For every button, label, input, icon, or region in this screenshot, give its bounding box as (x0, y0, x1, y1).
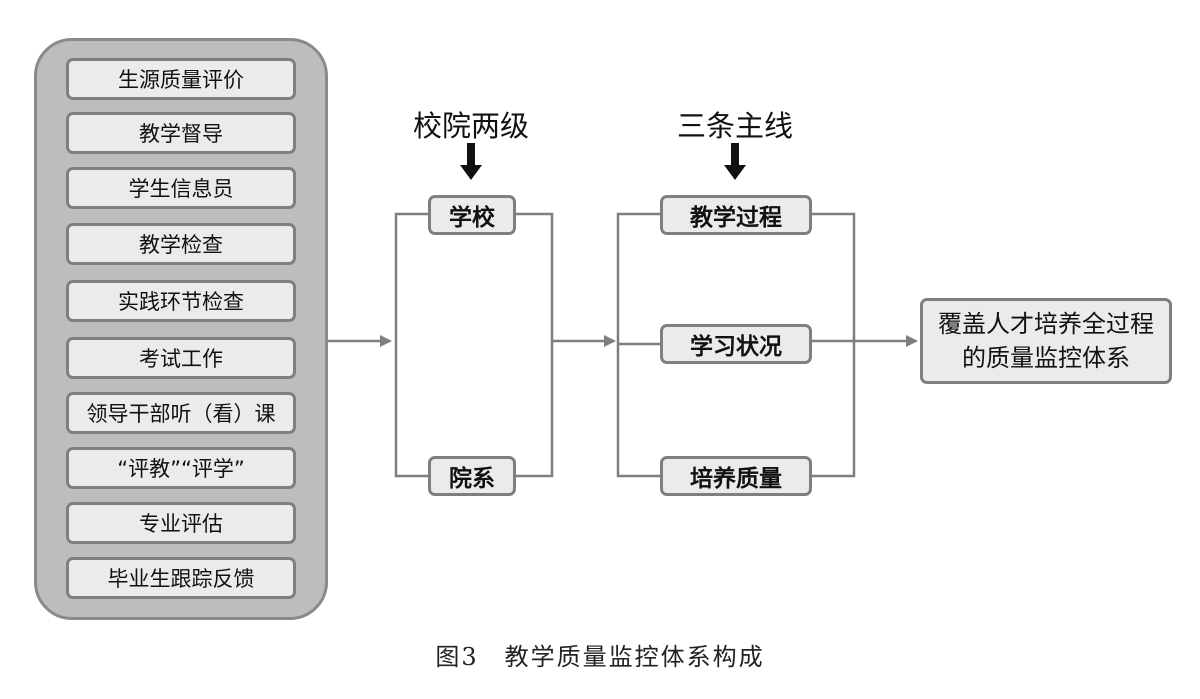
source-box: 专业评估 (66, 502, 296, 544)
levels-bracket-right (516, 212, 554, 478)
source-box: 教学检查 (66, 223, 296, 265)
source-box: 考试工作 (66, 337, 296, 379)
figure-caption: 图3 教学质量监控体系构成 (435, 643, 765, 671)
source-box: 学生信息员 (66, 167, 296, 209)
mainline-box-teaching: 教学过程 (660, 195, 812, 235)
mainlines-heading: 三条主线 (676, 109, 794, 143)
mainline-box-learning: 学习状况 (660, 324, 812, 364)
source-box: 实践环节检查 (66, 280, 296, 322)
source-box: 教学督导 (66, 112, 296, 154)
mainline-box-quality: 培养质量 (660, 456, 812, 496)
result-box: 覆盖人才培养全过程的质量监控体系 (920, 298, 1172, 384)
source-box: 毕业生跟踪反馈 (66, 557, 296, 599)
levels-heading: 校院两级 (412, 109, 530, 143)
levels-bracket-left (394, 212, 428, 478)
source-box: 生源质量评价 (66, 58, 296, 100)
source-box: “评教”“评学” (66, 447, 296, 489)
level-box-school: 学校 (428, 195, 516, 235)
mainlines-down-arrow (724, 143, 746, 180)
levels-down-arrow (460, 143, 482, 180)
mainlines-bracket-right (812, 212, 856, 478)
source-box: 领导干部听（看）课 (66, 392, 296, 434)
level-box-department: 院系 (428, 456, 516, 496)
